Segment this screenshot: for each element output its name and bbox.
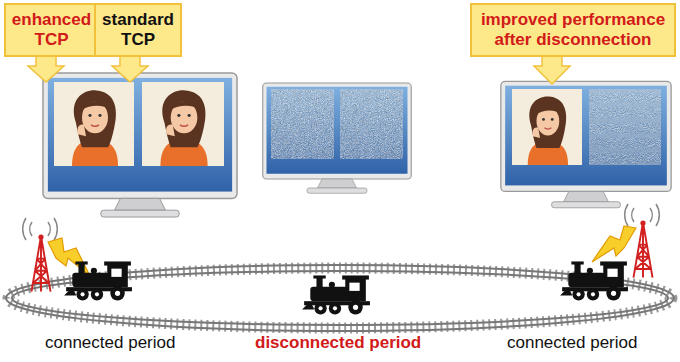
monitor-middle xyxy=(263,83,412,193)
monitor-right xyxy=(501,81,671,207)
period-label: disconnected period xyxy=(255,333,421,353)
antenna-left xyxy=(23,218,58,292)
callout-text: standard TCP xyxy=(96,6,180,53)
antenna-right xyxy=(625,204,660,278)
callout-box: improved performance after disconnection xyxy=(470,3,676,57)
lightning-bolts xyxy=(48,226,636,276)
callout-text: enhanced TCP xyxy=(6,6,97,53)
monitor-left xyxy=(43,73,237,217)
period-label: connected period xyxy=(45,333,175,353)
callout-text: improved performance after disconnection xyxy=(472,6,674,53)
trains xyxy=(64,261,628,314)
callout-box: enhanced TCP xyxy=(4,3,99,57)
callout-box: standard TCP xyxy=(94,3,182,57)
period-label: connected period xyxy=(507,333,637,353)
